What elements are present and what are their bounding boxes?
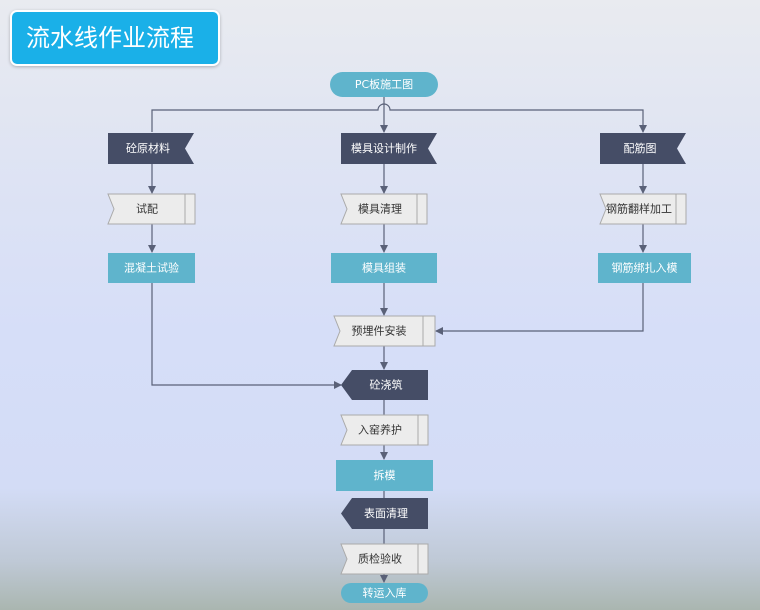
node-trial-mix[interactable]: 试配 <box>107 193 196 225</box>
node-mold-design[interactable]: 模具设计制作 <box>341 133 437 164</box>
node-mold-cleaning[interactable]: 模具清理 <box>340 193 428 225</box>
svg-text:入窑养护: 入窑养护 <box>358 423 402 437</box>
node-concrete-test[interactable]: 混凝土试验 <box>108 253 195 283</box>
node-surface-cleaning[interactable]: 表面清理 <box>341 498 428 529</box>
node-start[interactable]: PC板施工图 <box>330 72 438 97</box>
node-quality-inspection[interactable]: 质检验收 <box>340 543 429 575</box>
node-rebar-processing[interactable]: 钢筋翻样加工 <box>599 193 687 225</box>
node-concrete-materials[interactable]: 砼原材料 <box>108 133 194 164</box>
svg-text:钢筋绑扎入模: 钢筋绑扎入模 <box>612 261 678 275</box>
node-demolding[interactable]: 拆模 <box>336 460 433 491</box>
svg-text:模具设计制作: 模具设计制作 <box>351 142 417 155</box>
node-rebar-binding[interactable]: 钢筋绑扎入模 <box>598 253 691 283</box>
connectors <box>148 97 647 583</box>
svg-text:质检验收: 质检验收 <box>358 552 402 566</box>
node-concrete-pouring[interactable]: 砼浇筑 <box>341 370 428 400</box>
svg-text:模具组装: 模具组装 <box>362 261 406 275</box>
node-mold-assembly[interactable]: 模具组装 <box>331 253 437 283</box>
svg-text:砼浇筑: 砼浇筑 <box>370 378 403 392</box>
svg-text:钢筋翻样加工: 钢筋翻样加工 <box>606 202 672 216</box>
node-embedded-parts[interactable]: 预埋件安装 <box>333 315 436 347</box>
svg-text:预埋件安装: 预埋件安装 <box>352 324 407 338</box>
page-title: 流水线作业流程 <box>10 10 220 66</box>
svg-text:PC板施工图: PC板施工图 <box>355 77 413 91</box>
svg-text:模具清理: 模具清理 <box>358 203 402 216</box>
svg-text:表面清理: 表面清理 <box>364 506 408 520</box>
svg-text:拆模: 拆模 <box>374 468 396 482</box>
svg-text:配筋图: 配筋图 <box>624 141 657 155</box>
svg-text:转运入库: 转运入库 <box>363 586 407 600</box>
svg-text:砼原材料: 砼原材料 <box>126 141 170 155</box>
node-end[interactable]: 转运入库 <box>341 583 428 603</box>
node-rebar-drawing[interactable]: 配筋图 <box>600 133 686 164</box>
node-kiln-curing[interactable]: 入窑养护 <box>340 414 429 446</box>
svg-text:试配: 试配 <box>136 203 158 216</box>
svg-text:混凝土试验: 混凝土试验 <box>124 261 179 275</box>
